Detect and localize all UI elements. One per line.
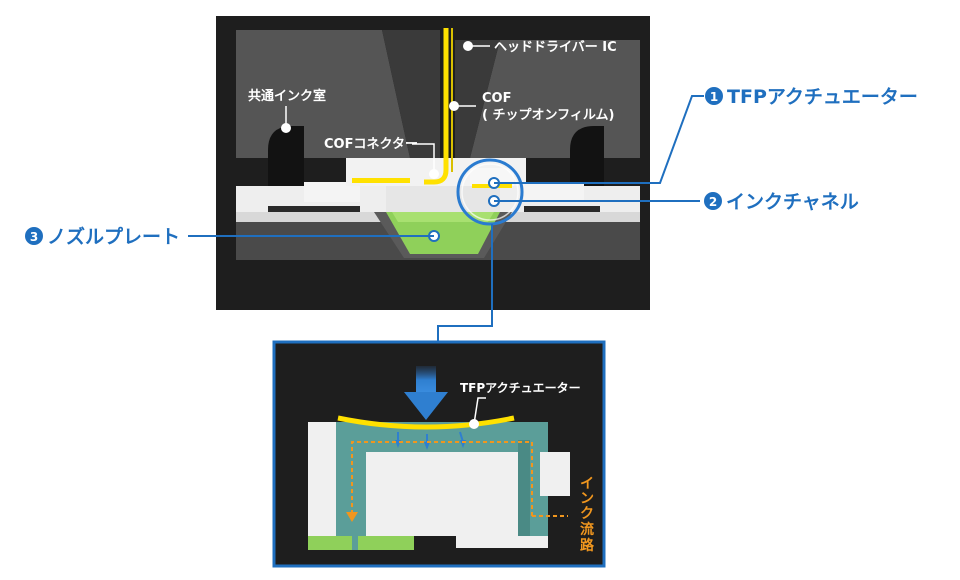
- nozzle-plate: [386, 212, 500, 254]
- label-cof-connector: COFコネクター: [324, 137, 418, 152]
- ink-chamber-right: [570, 126, 604, 190]
- detail-nozzle-left: [308, 536, 354, 550]
- label-tfp-actuator: TFPアクチュエーター: [727, 86, 918, 108]
- label-ink-flow-1: イ: [580, 476, 594, 492]
- detail-right-block: [540, 452, 570, 496]
- label-detail-tfp: TFPアクチュエーター: [460, 381, 581, 395]
- plate-right: [500, 212, 640, 222]
- badge-2-number: 2: [709, 195, 717, 209]
- detail-panel: TFPアクチュエーター イ ン ク 流 路: [272, 340, 606, 568]
- detail-nozzle-right: [358, 536, 414, 550]
- pressure-arrow-head: [404, 392, 448, 420]
- cover-right: [524, 182, 584, 202]
- detail-left-wall: [308, 422, 336, 540]
- pressure-arrow-shaft: [416, 366, 436, 394]
- detail-inner-right: [518, 440, 530, 536]
- label-ink-flow-2: ン: [580, 491, 594, 507]
- magnifier-circle-inner: [461, 163, 519, 221]
- housing-left: [236, 30, 410, 158]
- cover-left: [304, 182, 360, 202]
- plate-left: [236, 212, 386, 222]
- ink-chamber-left: [268, 126, 304, 190]
- ink-flow-arrowhead: [346, 512, 358, 522]
- magnifier-circle: [456, 158, 524, 226]
- badge-2: [704, 192, 722, 210]
- housing-center: [382, 30, 440, 158]
- label-ink-flow-5: 路: [580, 537, 595, 554]
- label-nozzle-plate: ノズルプレート: [47, 225, 180, 248]
- label-ink-channel: インクチャネル: [726, 191, 859, 213]
- badge-3-number: 3: [30, 230, 38, 244]
- dark-strip-left: [268, 206, 360, 212]
- leader-magnifier: [437, 224, 493, 342]
- center-block: [386, 186, 500, 212]
- detail-bottom-plate: [456, 536, 548, 548]
- label-common-ink-chamber: 共通インク室: [248, 88, 326, 104]
- actuator-top: [470, 168, 514, 186]
- detail-nozzle-gap: [352, 536, 358, 550]
- callout-nozzle-plate: 3 ノズルプレート: [25, 225, 180, 248]
- cof-film: [424, 28, 449, 185]
- callout-ink-channel: 2 インクチャネル: [704, 191, 859, 213]
- dark-strip-right: [524, 206, 600, 212]
- detail-inner-block: [366, 452, 518, 536]
- ink-flow-path: [351, 441, 533, 516]
- label-ink-flow-4: 流: [580, 521, 594, 538]
- housing-center-right: [455, 40, 500, 158]
- detail-actuator: [337, 415, 515, 430]
- label-ink-flow-3: ク: [580, 506, 594, 522]
- leader-tfp-actuator: [494, 95, 704, 184]
- callout-leaders: [188, 95, 704, 342]
- cross-section-panel: ヘッドドライバー IC COF ( チップオンフィルム) 共通インク室 COFコ…: [216, 16, 650, 310]
- label-cof-line1: COF: [482, 91, 511, 106]
- badge-1: [705, 87, 723, 105]
- label-head-driver-ic: ヘッドドライバー IC: [494, 40, 617, 55]
- connector-yellow: [352, 178, 410, 183]
- badge-3: [25, 227, 43, 245]
- callout-tfp: 1 TFPアクチュエーター: [705, 86, 918, 108]
- label-cof-line2: ( チップオンフィルム): [482, 108, 615, 123]
- badge-1-number: 1: [710, 90, 718, 104]
